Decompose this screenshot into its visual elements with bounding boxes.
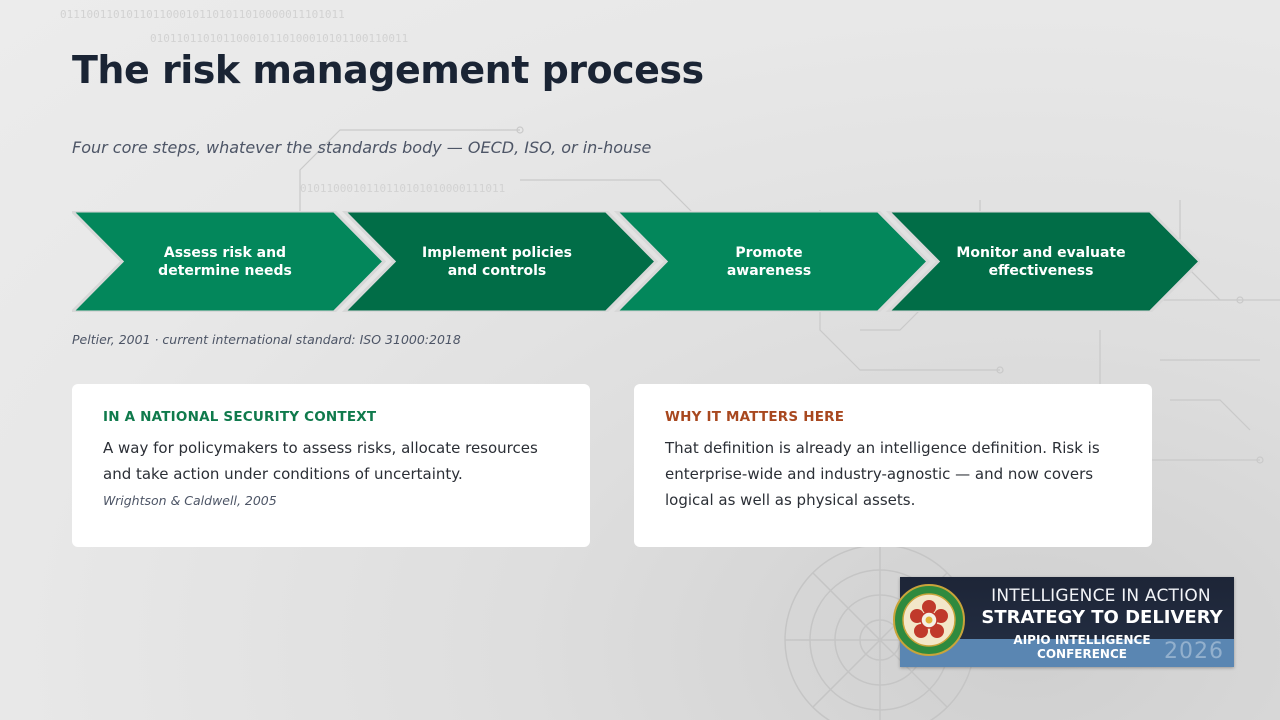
step-label-2: Implement policies and controls — [422, 244, 572, 279]
conference-seal-icon — [893, 584, 965, 656]
card-heading: WHY IT MATTERS HERE — [665, 409, 845, 425]
badge-tagline: INTELLIGENCE IN ACTION — [991, 586, 1211, 606]
svg-text:010110110101100010110100010101: 010110110101100010110100010101100110011 — [150, 32, 408, 45]
source-citation: Peltier, 2001 · current international st… — [72, 332, 461, 347]
process-arrows — [72, 211, 1200, 312]
badge-conference-name: AIPIO INTELLIGENCE CONFERENCE — [1013, 633, 1151, 661]
step-label-4: Monitor and evaluate effectiveness — [956, 244, 1126, 279]
badge-year: 2026 — [1164, 639, 1224, 664]
card-heading: IN A NATIONAL SECURITY CONTEXT — [103, 409, 377, 425]
step-label-3: Promote awareness — [726, 244, 812, 279]
slide-subtitle: Four core steps, whatever the standards … — [72, 138, 652, 157]
why-it-matters-card: WHY IT MATTERS HERE That definition is a… — [634, 384, 1152, 547]
national-security-card: IN A NATIONAL SECURITY CONTEXT A way for… — [72, 384, 590, 547]
svg-text:011100110101101100010110101101: 0111001101011011000101101011010000011101… — [60, 8, 345, 21]
step-label-1: Assess risk and determine needs — [158, 244, 292, 279]
svg-text:010110001011011010101000011101: 0101100010110110101010000111011 — [300, 182, 505, 195]
card-body: That definition is already an intelligen… — [665, 439, 1100, 509]
badge-theme: STRATEGY TO DELIVERY — [981, 607, 1223, 628]
step-chevron-1 — [72, 211, 387, 312]
slide-title: The risk management process — [72, 48, 704, 92]
card-citation: Wrightson & Caldwell, 2005 — [103, 493, 277, 508]
step-chevron-2 — [341, 211, 659, 312]
conference-badge: INTELLIGENCE IN ACTION STRATEGY TO DELIV… — [893, 577, 1234, 667]
card-body: A way for policymakers to assess risks, … — [103, 439, 538, 483]
step-chevron-3 — [613, 211, 931, 312]
process-steps: Assess risk and determine needs Implemen… — [72, 211, 1200, 312]
step-chevron-4 — [885, 211, 1200, 312]
